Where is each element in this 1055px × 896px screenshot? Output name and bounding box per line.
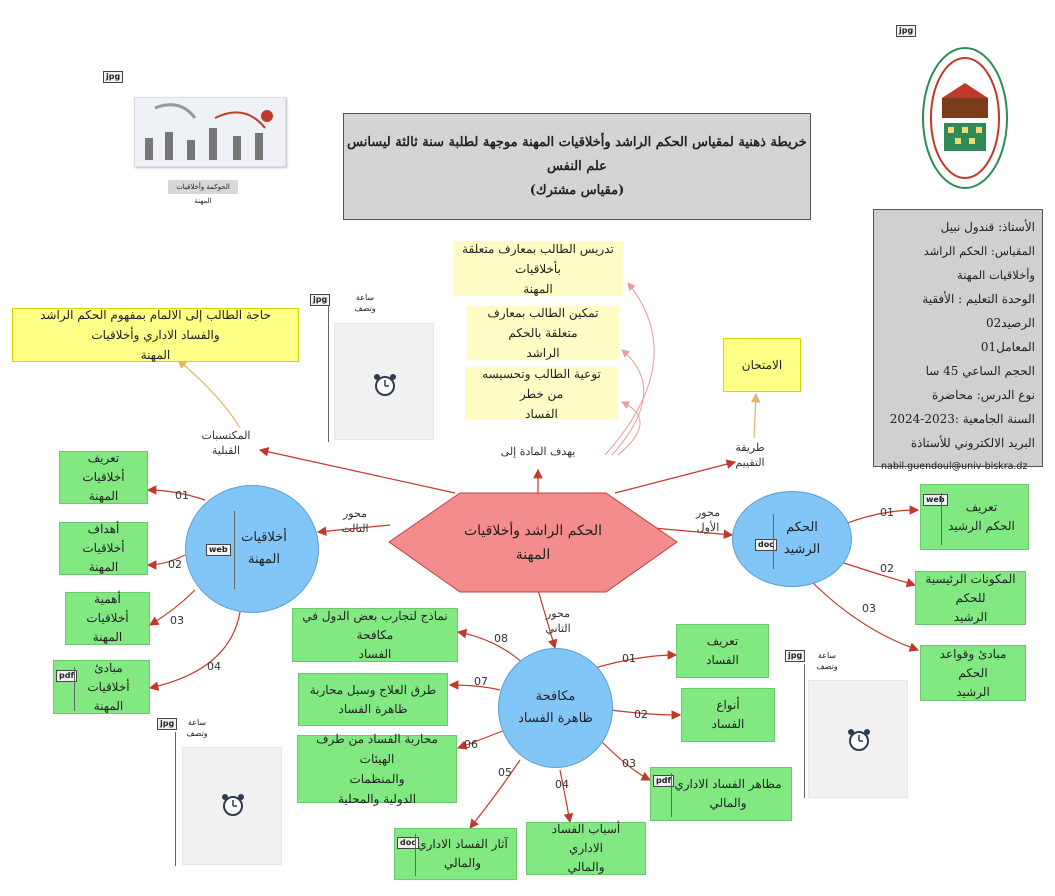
axis1-node-label: الحكم الرشيد	[783, 520, 821, 557]
axis3-label: محور التالت	[341, 507, 369, 535]
jpg-tag[interactable]: jpg	[103, 71, 124, 83]
axis2-num-6: 06	[464, 738, 478, 751]
prerequisites-label: المكتسبات القبلية	[201, 429, 251, 457]
clock-image	[334, 323, 434, 440]
info-year: السنة الجامعية :2023-2024	[889, 412, 1035, 426]
axis2-item-5[interactable]: doc آثار الفساد الاداري والمالي	[394, 828, 517, 880]
axis2-item-7[interactable]: طرق العلاج وسبل محاربة ظاهرة الفساد	[298, 673, 448, 726]
axis2-item-4[interactable]: أسباب الفساد الاداري والمالي	[526, 822, 646, 875]
pdf-tag[interactable]: pdf	[653, 775, 674, 787]
axis1-item-2[interactable]: المكونات الرئيسية للحكم الرشيد	[915, 571, 1026, 625]
course-info-box: الأستاذ: قندول نبيل المقياس: الحكم الراش…	[873, 209, 1043, 472]
evaluation-label: طريقة التقييم	[735, 441, 765, 469]
jpg-tag[interactable]: jpg	[310, 294, 331, 306]
axis2-num-3: 03	[622, 757, 636, 770]
axis3-node[interactable]: web أخلاقيات المهنة	[185, 485, 319, 613]
university-seal-icon	[922, 47, 1008, 189]
axis2-item-2[interactable]: أنواع الفساد	[681, 688, 775, 742]
title-box: خريطة ذهنية لمقياس الحكم الراشد وأخلاقيا…	[343, 113, 811, 220]
clock-caption: ساعة وتصف	[816, 651, 838, 671]
info-email[interactable]: nabil.guendoul@univ-biskra.dz	[881, 461, 1028, 472]
clock-caption: ساعة وتصف	[186, 718, 208, 738]
prerequisites-box: حاجة الطالب إلى الالمام بمفهوم الحكم الر…	[12, 308, 299, 362]
central-topic-label: الحكم الراشد وأخلاقيات المهنة	[464, 522, 603, 563]
axis1-item-1-text: تعريف الحكم الرشيد	[948, 500, 1015, 533]
axis2-item-8[interactable]: نماذج لتجارب بعض الدول في مكافحة الفساد	[292, 608, 458, 662]
jpg-tag[interactable]: jpg	[157, 718, 178, 730]
alarm-clock-icon	[222, 794, 244, 816]
info-module: المقياس: الحكم الراشد وأخلاقيات المهنة	[923, 244, 1035, 282]
axis3-num-4: 04	[207, 660, 221, 673]
goal-item-1: تدريس الطالب بمعارف متعلقة بأخلاقيات الم…	[453, 241, 623, 296]
clock-image	[808, 680, 908, 798]
axis3-item-2[interactable]: أهداف أخلاقيات المهنة	[59, 522, 148, 575]
university-logo	[920, 43, 1010, 193]
pdf-tag[interactable]: pdf	[56, 670, 77, 682]
axis2-num-2: 02	[634, 708, 648, 721]
axis2-num-8: 08	[494, 632, 508, 645]
axis2-num-7: 07	[474, 675, 488, 688]
chess-illustration-icon	[135, 98, 285, 166]
info-credit: الرصيد02	[985, 316, 1035, 330]
clock-caption: ساعة وتصف	[354, 293, 376, 313]
axis1-node[interactable]: doc الحكم الرشيد	[732, 491, 852, 587]
jpg-tag[interactable]: jpg	[896, 25, 917, 37]
banner-caption: الحوكمة وأخلاقيات المهنة	[168, 180, 238, 205]
axis1-num-3: 03	[862, 602, 876, 615]
info-hours: الحجم الساعي 45 سا	[925, 364, 1035, 378]
axis2-num-1: 01	[622, 652, 636, 665]
goal-label: يهدف المادة إلى	[500, 445, 576, 458]
axis1-item-1[interactable]: web تعريف الحكم الرشيد	[920, 484, 1029, 550]
title-line1: خريطة ذهنية لمقياس الحكم الراشد وأخلاقيا…	[347, 134, 807, 174]
alarm-clock-icon	[374, 374, 396, 396]
axis1-num-1: 01	[880, 506, 894, 519]
axis3-num-2: 02	[168, 558, 182, 571]
hexagon-shape	[388, 492, 678, 593]
axis2-item-3[interactable]: pdf مظاهر الفساد الاداري والمالي	[650, 767, 792, 821]
central-topic: الحكم الراشد وأخلاقيات المهنة	[388, 492, 678, 593]
web-tag[interactable]: web	[923, 494, 948, 506]
axis3-item-3[interactable]: أهمية أخلاقيات المهنة	[65, 592, 150, 645]
axis3-num-3: 03	[170, 614, 184, 627]
clock-image	[182, 747, 282, 865]
goal-item-3: توعية الطالب وتحسيسه من خطر الفساد	[465, 367, 618, 421]
info-teacher: الأستاذ: قندول نبيل	[940, 220, 1035, 234]
info-coefficient: المعامل01	[980, 340, 1035, 354]
axis2-label: محور التاني	[545, 607, 571, 635]
ethics-banner-image	[134, 97, 286, 167]
axis2-item-1[interactable]: تعريف الفساد	[676, 624, 769, 678]
web-tag[interactable]: web	[206, 544, 231, 556]
axis2-item-3-text: مظاهر الفساد الاداري والمالي	[674, 777, 782, 810]
info-unit: الوحدة التعليم : الأفقية	[922, 292, 1035, 306]
axis1-item-3[interactable]: مبادئ وقواعد الحكم الرشيد	[920, 645, 1026, 701]
axis2-num-4: 04	[555, 778, 569, 791]
axis1-label: محور الأول	[696, 506, 720, 534]
info-email-label: البريد الالكتروني للأستاذة	[910, 436, 1035, 450]
alarm-clock-icon	[848, 729, 870, 751]
info-lesson-type: نوع الدرس: محاضرة	[931, 388, 1035, 402]
axis2-item-6[interactable]: محاربة الفساد من طرف الهيئات والمنظمات ا…	[297, 732, 457, 806]
goal-item-2: تمكين الطالب بمعارف متعلقة بالحكم الراشد	[467, 306, 619, 360]
axis2-num-5: 05	[498, 766, 512, 779]
axis3-node-label: أخلاقيات المهنة	[241, 530, 287, 567]
axis1-num-2: 02	[880, 562, 894, 575]
doc-tag[interactable]: doc	[397, 837, 419, 849]
axis2-item-5-text: آثار الفساد الاداري والمالي	[417, 837, 508, 870]
axis2-node[interactable]: مكافحة ظاهرة الفساد	[498, 648, 613, 768]
axis3-item-4[interactable]: pdf مبادئ أخلاقيات المهنة	[53, 660, 150, 714]
axis3-item-4-text: مبادئ أخلاقيات المهنة	[87, 660, 130, 713]
axis3-num-1: 01	[175, 489, 189, 502]
doc-tag[interactable]: doc	[755, 539, 777, 551]
title-line2: (مقياس مشترك)	[529, 182, 625, 198]
axis3-item-1[interactable]: تعريف أخلاقيات المهنة	[59, 451, 148, 504]
jpg-tag[interactable]: jpg	[785, 650, 806, 662]
evaluation-box: الامتحان	[723, 338, 801, 392]
